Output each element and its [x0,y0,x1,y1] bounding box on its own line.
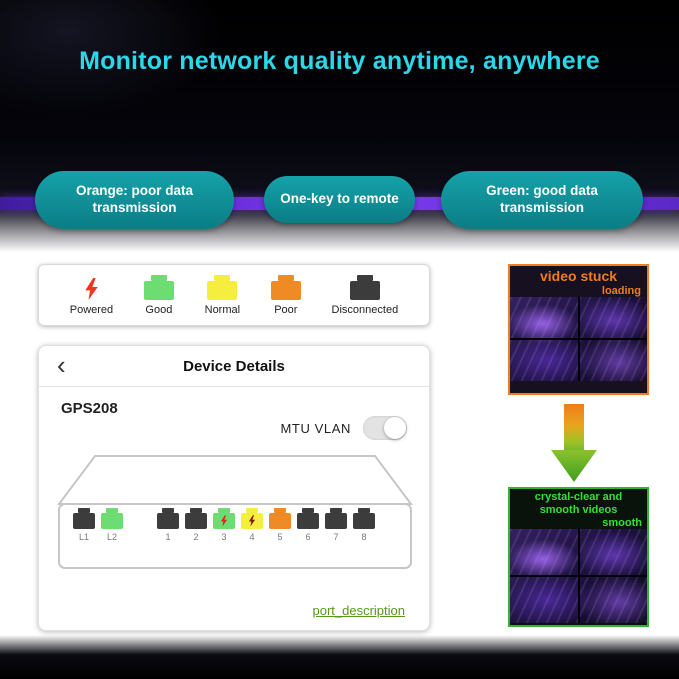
back-chevron-icon[interactable]: ‹ [57,350,66,380]
port-label: 1 [165,532,171,542]
mtu-vlan-toggle[interactable] [363,416,407,440]
switch-port-6: 6 [296,513,320,542]
lightning-icon [85,278,98,300]
legend-label: Normal [204,304,241,316]
switch-port-2: 2 [184,513,208,542]
video-smooth-block: crystal-clear and smooth videos smooth [508,487,649,627]
port-label: 8 [361,532,367,542]
device-model-label: GPS208 [61,400,118,417]
smooth-label-line2: smooth videos [539,504,618,517]
port-icon [349,281,380,300]
lightning-icon [248,515,256,527]
switch-port-5: 5 [268,513,292,542]
legend-item-normal: Normal [205,274,240,316]
port-label: 3 [221,532,227,542]
port-jack-icon [269,513,291,529]
port-jack-icon [185,513,207,529]
pill-green-good: Green: good data transmission [441,171,643,229]
legend-item-disconnected: Disconnected [331,274,399,316]
page-title: Monitor network quality anytime, anywher… [79,47,600,75]
lightning-icon [220,515,228,527]
port-label: L2 [106,532,117,542]
port-jack-icon [73,513,95,529]
arrow-shaft [564,404,584,452]
switch-port-7: 7 [324,513,348,542]
port-label: 6 [305,532,311,542]
device-details-title: Device Details [183,357,285,375]
port-jack-icon [297,513,319,529]
legend-label: Disconnected [331,304,399,316]
down-arrow-icon [551,404,597,484]
toggle-knob [384,417,406,439]
arrow-head [551,450,597,482]
legend-label: Poor [274,304,298,316]
pill-orange-poor: Orange: poor data transmission [35,171,234,229]
legend-card: Powered Good Normal Poor Disconnected [38,264,430,326]
legend-item-poor: Poor [270,274,301,316]
video-stuck-block: video stuck loading [508,264,649,395]
switch-port-L2: L2 [100,513,124,542]
device-details-header: ‹ Device Details [39,346,429,387]
port-label: 2 [193,532,199,542]
switch-illustration: L1 L2 1 2 3 4 5 6 7 8 [57,452,413,580]
port-jack-icon [213,513,235,529]
port-icon [207,281,238,300]
smooth-badge-label: smooth [602,517,642,530]
legend-item-good: Good [143,274,174,316]
mtu-vlan-label: MTU VLAN [280,420,351,436]
legend-label: Good [145,304,173,316]
port-label: 7 [333,532,339,542]
switch-port-L1: L1 [72,513,96,542]
switch-port-8: 8 [352,513,376,542]
bottom-dark-bar [0,635,679,679]
port-label: L1 [78,532,89,542]
loading-label: loading [601,285,641,297]
port-label: 4 [249,532,255,542]
device-details-card: ‹ Device Details GPS208 MTU VLAN L1 L2 1 2 3… [38,345,430,631]
switch-port-4: 4 [240,513,264,542]
video-stuck-label: video stuck [539,268,618,284]
port-icon [143,281,174,300]
port-jack-icon [157,513,179,529]
mtu-vlan-row: MTU VLAN [280,416,407,440]
port-jack-icon [353,513,375,529]
switch-outline [57,455,413,569]
ports-row: L1 L2 1 2 3 4 5 6 7 8 [72,513,402,542]
smooth-label-line1: crystal-clear and [534,491,623,503]
legend-item-powered: Powered [70,274,113,316]
port-label: 5 [277,532,283,542]
smooth-video-label: crystal-clear and smooth videos [510,491,647,517]
cctv-stuck-image [510,297,647,381]
port-jack-icon [325,513,347,529]
port-icon [270,281,301,300]
switch-port-1: 1 [156,513,180,542]
port-jack-icon [241,513,263,529]
port-jack-icon [101,513,123,529]
switch-port-3: 3 [212,513,236,542]
cctv-smooth-image [510,529,647,624]
lightning-icon [84,274,99,300]
legend-label: Powered [69,304,114,316]
port-description-link[interactable]: port_description [312,603,406,618]
pill-one-key-remote: One-key to remote [264,176,415,223]
